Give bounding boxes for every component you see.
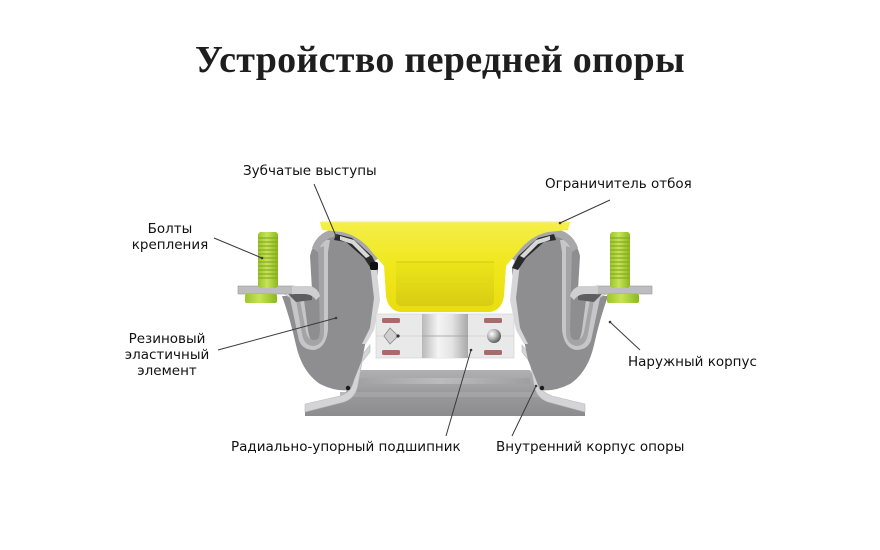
label-bolts-line2: крепления	[131, 237, 209, 253]
leader-inner-housing	[511, 385, 537, 437]
label-rubber-line2: эластичный	[124, 347, 210, 363]
thrust-bearing	[375, 313, 515, 359]
label-bolts: Болты крепления	[128, 221, 212, 253]
label-bearing: Радиально-упорный подшипник	[231, 439, 461, 455]
teeth-right	[512, 234, 556, 270]
label-rubber-line3: элемент	[137, 363, 197, 379]
rubber-element-right	[510, 228, 608, 391]
leader-bolts	[213, 237, 263, 259]
leader-rubber	[217, 317, 337, 351]
rubber-element-left	[282, 228, 380, 391]
label-rubber-element: Резиновый эластичный элемент	[120, 331, 214, 379]
leader-teeth	[313, 183, 337, 237]
inner-housing-floor	[305, 370, 585, 416]
rebound-limiter	[320, 221, 570, 312]
teeth-left	[334, 234, 378, 270]
leader-outer-housing	[609, 321, 641, 351]
label-teeth: Зубчатые выступы	[243, 163, 377, 179]
leader-limiter	[559, 199, 611, 224]
bolt-left	[245, 232, 278, 303]
label-bolts-line1: Болты	[147, 221, 193, 237]
leader-lines	[213, 183, 641, 437]
diagram-title: Устройство передней опоры	[195, 39, 685, 81]
label-rubber-line1: Резиновый	[128, 331, 206, 347]
leader-bearing	[445, 349, 472, 437]
bolt-right	[607, 232, 639, 303]
label-inner-housing: Внутренний корпус опоры	[496, 439, 685, 455]
inner-housing-flange	[304, 344, 586, 413]
label-rebound-limiter: Ограничитель отбоя	[545, 176, 692, 192]
label-outer-housing: Наружный корпус	[628, 354, 757, 370]
leader-dots	[260, 221, 612, 388]
